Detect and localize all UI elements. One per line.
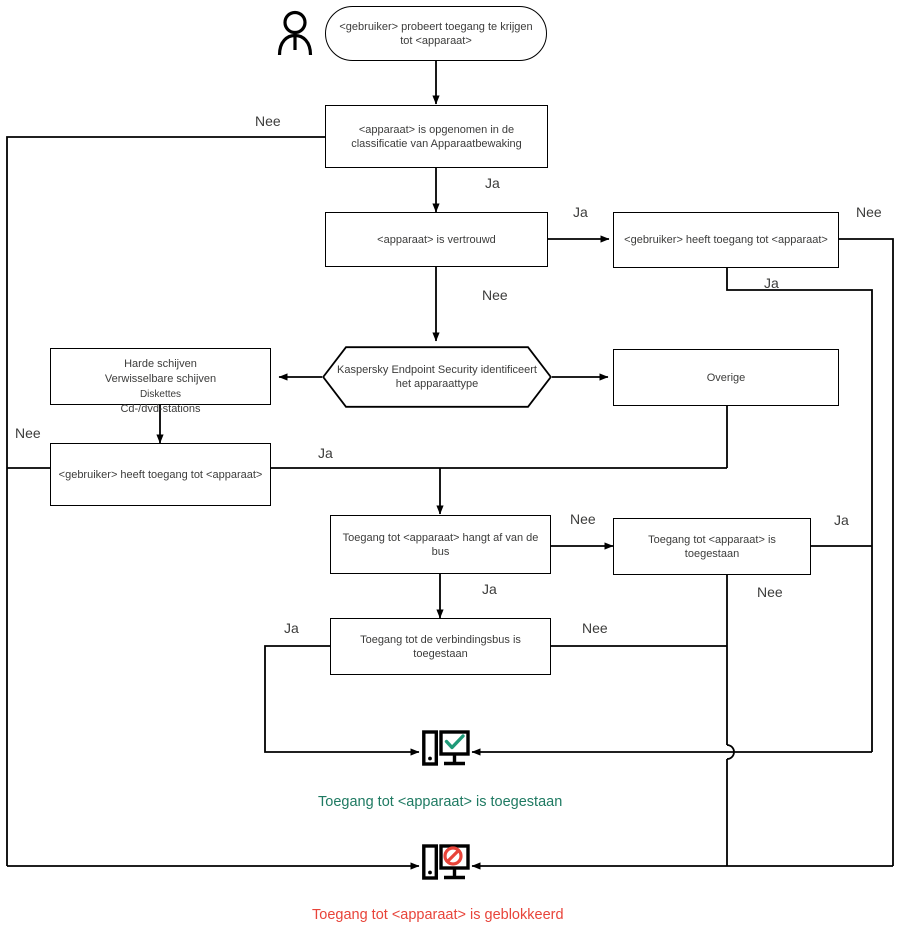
edge-label-depends-bus-yes: Ja — [482, 581, 497, 597]
edge-label-user-access-top-no: Nee — [856, 204, 882, 220]
node-bus-allowed: Toegang tot de verbindingsbus is toegest… — [330, 618, 551, 675]
gebruiker-icon — [272, 8, 318, 58]
node-access-allowed: Toegang tot <apparaat> is toegestaan — [613, 518, 811, 575]
node-start: <gebruiker> probeert toegang te krijgen … — [325, 6, 547, 61]
node-user-access-top-label: <gebruiker> heeft toegang tot <apparaat> — [624, 234, 828, 246]
monitor-blocked-icon — [422, 843, 470, 888]
node-trusted: <apparaat> is vertrouwd — [325, 212, 548, 267]
node-classification-label: <apparaat> is opgenomen in de classifica… — [351, 123, 522, 150]
node-user-access-top: <gebruiker> heeft toegang tot <apparaat> — [613, 212, 839, 268]
edge-label-user-access-top-yes: Ja — [764, 275, 779, 291]
node-user-access-left-label: <gebruiker> heeft toegang tot <apparaat> — [58, 468, 263, 481]
node-trusted-label: <apparaat> is vertrouwd — [377, 233, 496, 246]
edge-label-classification-no: Nee — [255, 113, 281, 129]
node-access-allowed-label: Toegang tot <apparaat> is toegestaan — [648, 533, 776, 560]
edge-label-user-access-left-no: Nee — [15, 425, 41, 441]
edge-label-trusted-yes: Ja — [573, 204, 588, 220]
edge-label-access-allowed-no: Nee — [757, 584, 783, 600]
outcome-blocked-label: Toegang tot <apparaat> is geblokkeerd — [312, 907, 564, 923]
node-other: Overige — [613, 349, 839, 406]
edge-label-depends-bus-no: Nee — [570, 511, 596, 527]
device-type-item-2: Diskettes — [139, 389, 182, 400]
node-depends-on-bus-label: Toegang tot <apparaat> hangt af van de b… — [342, 531, 539, 558]
outcome-allowed-label: Toegang tot <apparaat> is toegestaan — [318, 794, 563, 810]
node-user-access-left: <gebruiker> heeft toegang tot <apparaat> — [50, 443, 271, 506]
node-identify-label: Kaspersky Endpoint Security identificeer… — [337, 364, 537, 390]
node-device-types: Harde schijven Verwisselbare schijven Di… — [50, 348, 271, 415]
edge-label-user-access-left-yes: Ja — [318, 445, 333, 461]
edge-label-access-allowed-yes: Ja — [834, 512, 849, 528]
node-other-label: Overige — [706, 371, 746, 384]
monitor-check-icon — [422, 729, 470, 774]
edge-label-classification-yes: Ja — [485, 175, 500, 191]
device-type-item-0: Harde schijven — [124, 358, 197, 370]
node-classification: <apparaat> is opgenomen in de classifica… — [325, 105, 548, 168]
node-identify: Kaspersky Endpoint Security identificeer… — [322, 346, 552, 408]
device-type-item-1: Verwisselbare schijven — [104, 373, 217, 385]
node-depends-on-bus: Toegang tot <apparaat> hangt af van de b… — [330, 515, 551, 574]
edge-label-bus-allowed-no: Nee — [582, 620, 608, 636]
device-type-item-3: Cd-/dvd-stations — [120, 403, 201, 415]
edge-label-trusted-no: Nee — [482, 287, 508, 303]
edge-label-bus-allowed-yes: Ja — [284, 620, 299, 636]
node-start-label: <gebruiker> probeert toegang te krijgen … — [339, 20, 533, 47]
node-bus-allowed-label: Toegang tot de verbindingsbus is toegest… — [360, 633, 521, 660]
